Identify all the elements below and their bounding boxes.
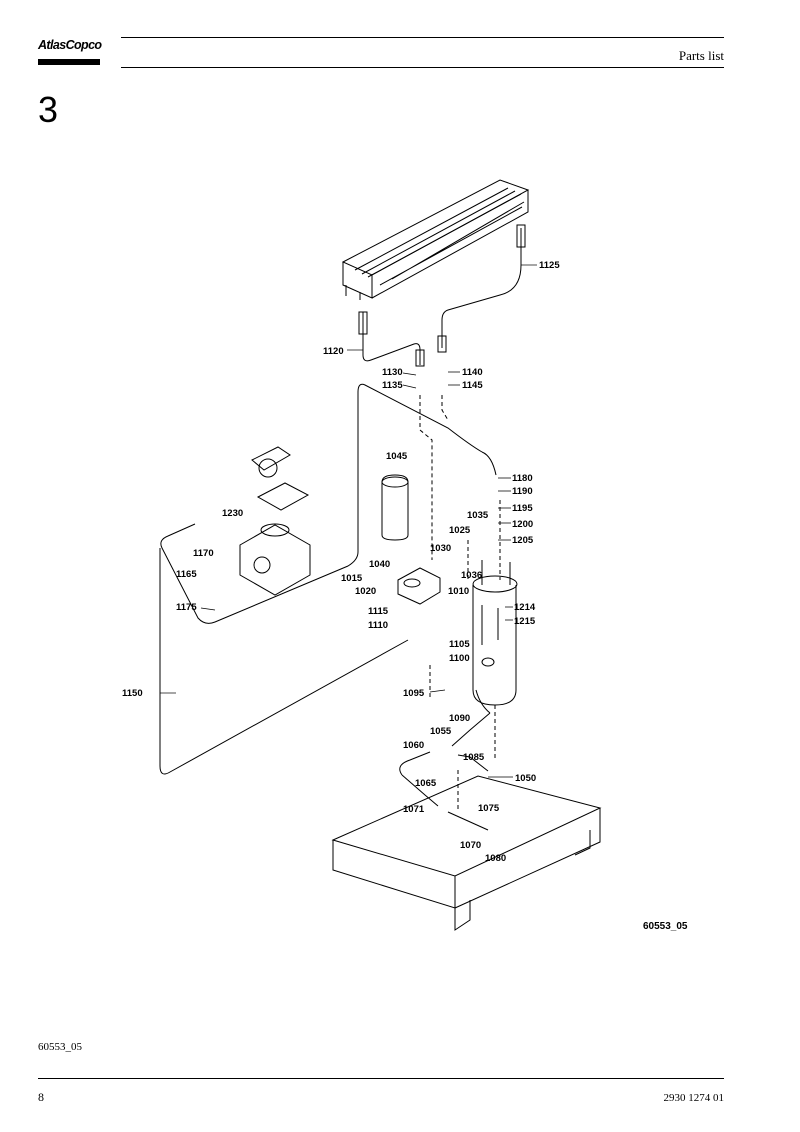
callout-label: 1080	[485, 853, 506, 864]
oil-filter-element	[381, 474, 409, 541]
callout-labels: 1125 1120 1130 1140 1135 1145 1045 1180 …	[122, 260, 560, 864]
page-number: 8	[38, 1090, 44, 1104]
callout-label: 1085	[463, 752, 485, 763]
callout-label: 1095	[403, 688, 425, 699]
callout-label: 1214	[514, 602, 536, 613]
callout-label: 1030	[430, 543, 451, 554]
lower-piping	[399, 689, 491, 831]
callout-label: 1150	[122, 688, 143, 699]
header-rule-bottom	[121, 67, 724, 68]
callout-label: 1055	[430, 726, 452, 737]
callout-label: 1115	[368, 606, 389, 617]
callout-label: 1036	[461, 570, 482, 581]
logo-bar	[38, 59, 100, 65]
figure-id: 60553_05	[643, 921, 688, 932]
thermostatic-valve	[239, 446, 311, 596]
callout-label: 1140	[462, 367, 483, 378]
callout-label: 1230	[222, 508, 243, 519]
callout-label: 1071	[403, 804, 425, 815]
callout-label: 1175	[176, 602, 197, 613]
callout-label: 1020	[355, 586, 376, 597]
callout-label: 1100	[449, 653, 470, 664]
callout-label: 1010	[448, 586, 469, 597]
callout-label: 1170	[193, 548, 214, 559]
separator-vessel	[472, 560, 518, 706]
callout-label: 1015	[341, 573, 363, 584]
callout-label: 1035	[467, 510, 489, 521]
document-number: 2930 1274 01	[663, 1092, 725, 1104]
assembly-centerlines	[419, 395, 501, 810]
callout-label: 1130	[382, 367, 403, 378]
callout-label: 1040	[369, 559, 390, 570]
callout-label: 1145	[462, 380, 483, 391]
callout-label: 1205	[512, 535, 534, 546]
rear-hose-loop	[159, 383, 497, 775]
footer-reference: 60553_05	[38, 1041, 82, 1053]
callout-label: 1135	[382, 380, 403, 391]
callout-label: 1125	[539, 260, 560, 271]
header-rule-top	[121, 37, 724, 38]
cooler-outline	[341, 179, 530, 300]
callout-label: 1060	[403, 740, 424, 751]
callout-label: 1195	[512, 503, 533, 514]
callout-label: 1070	[460, 840, 481, 851]
page-title: Parts list	[678, 48, 724, 63]
callout-label: 1075	[478, 803, 500, 814]
callout-label: 1120	[323, 346, 344, 357]
callout-label: 1200	[512, 519, 533, 530]
callout-label: 1110	[368, 620, 388, 631]
callout-label: 1190	[512, 486, 533, 497]
base-frame	[331, 775, 602, 931]
callout-label: 1215	[514, 616, 536, 627]
callout-label: 1165	[176, 569, 197, 580]
atlas-copco-logo: AtlasCopco	[38, 38, 102, 68]
cooler-hoses	[358, 224, 526, 367]
callout-label: 1045	[386, 451, 408, 462]
callout-label: 1025	[449, 525, 471, 536]
leader-lines	[160, 264, 537, 778]
callout-label: 1105	[449, 639, 470, 650]
callout-label: 1065	[415, 778, 437, 789]
callout-label: 1050	[515, 773, 536, 784]
callout-label: 1090	[449, 713, 470, 724]
filter-head	[397, 567, 441, 605]
logo-wordmark: AtlasCopco	[38, 38, 102, 52]
section-number: 3	[38, 89, 59, 130]
footer-rule	[38, 1078, 724, 1079]
callout-label: 1180	[512, 473, 533, 484]
